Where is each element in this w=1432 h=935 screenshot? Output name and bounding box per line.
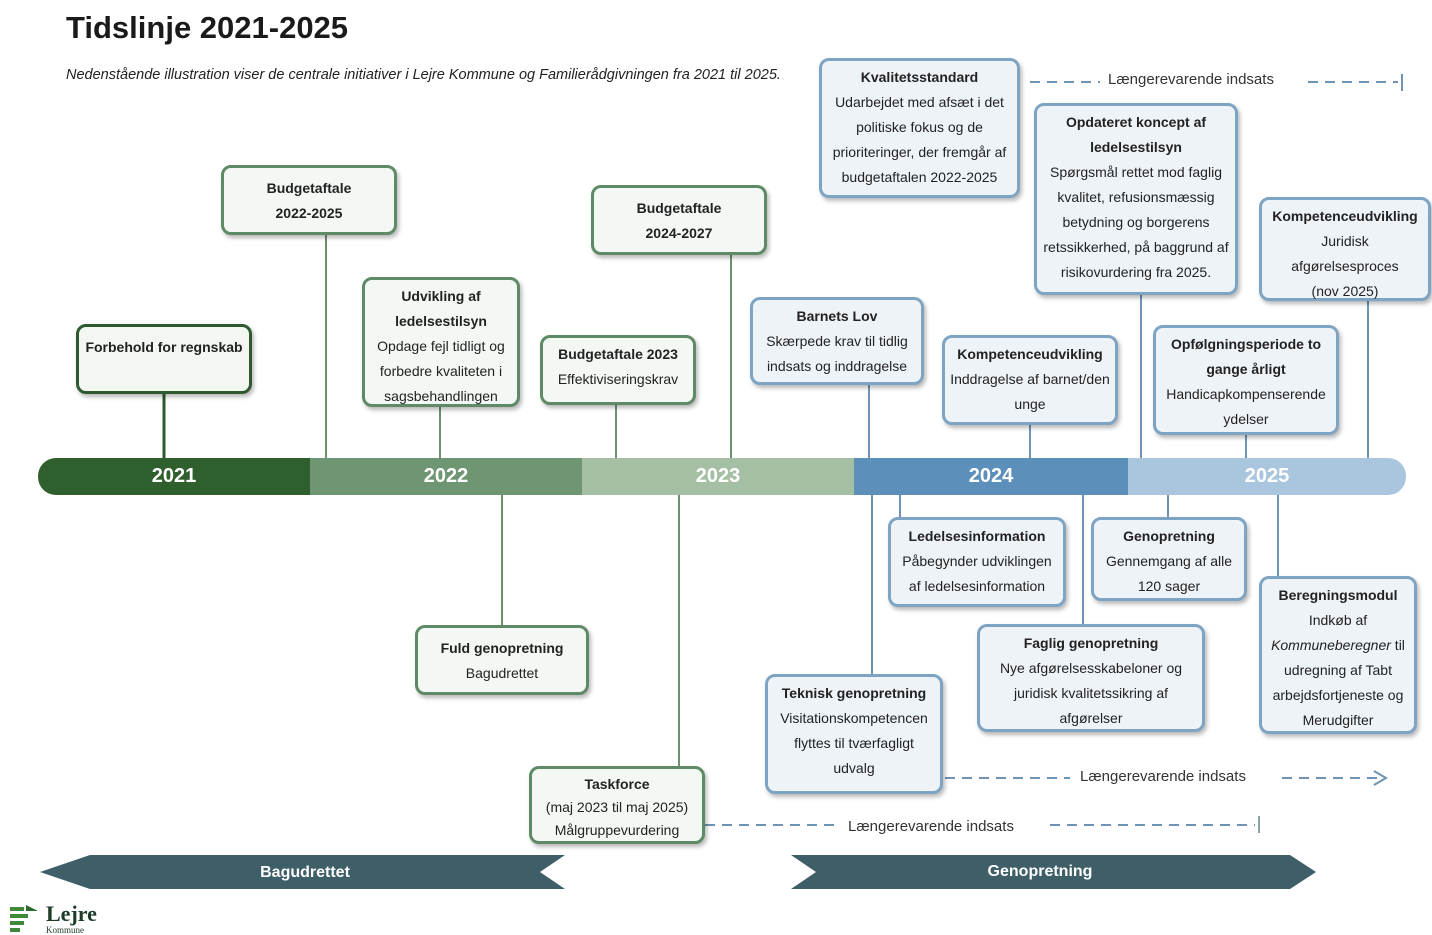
card-opdateret-koncept: Opdateret koncept af ledelsestilsyn Spør…	[1034, 103, 1238, 295]
card-budgetaftale-2024: Budgetaftale 2024-2027	[591, 185, 767, 255]
card-faglig-genopretning: Faglig genopretning Nye afgørelsesskabel…	[977, 624, 1205, 732]
card-genopretning-2025: Genopretning Gennemgang af alle 120 sage…	[1091, 517, 1247, 601]
page-subtitle: Nedenstående illustration viser de centr…	[66, 67, 781, 83]
year-2023: 2023	[582, 458, 854, 495]
arrow-label-genopretning: Genopretning	[987, 863, 1093, 880]
card-beregningsmodul: Beregningsmodul Indkøb af Kommuneberegne…	[1259, 576, 1417, 734]
forward-arrow-shape	[791, 855, 1316, 889]
lejre-emblem-icon	[10, 905, 38, 932]
card-budgetaftale-2023: Budgetaftale 2023 Effektiviseringskrav	[540, 335, 696, 405]
page-title: Tidslinje 2021-2025	[66, 10, 349, 45]
dashed-label-middle: Længerevarende indsats	[1076, 768, 1250, 785]
year-2022: 2022	[310, 458, 582, 495]
card-teknisk-genopretning: Teknisk genopretning Visitationskompeten…	[765, 674, 943, 794]
card-kompetenceudvikling-2024: Kompetenceudvikling Inddragelse af barne…	[942, 335, 1118, 425]
backward-arrow-shape	[40, 855, 565, 889]
card-udvikling-ledelsestilsyn: Udvikling af ledelsestilsyn Opdage fejl …	[362, 277, 520, 407]
year-2024: 2024	[854, 458, 1128, 495]
arrow-label-bagudrettet: Bagudrettet	[260, 864, 350, 881]
dashed-label-bottom: Længerevarende indsats	[844, 818, 1018, 835]
year-2021: 2021	[38, 458, 310, 495]
dashed-label-top: Længerevarende indsats	[1104, 71, 1278, 88]
year-2025: 2025	[1128, 458, 1406, 495]
card-kompetenceudvikling-2025: Kompetenceudvikling Juridisk afgørelsesp…	[1259, 197, 1431, 301]
card-forbehold: Forbehold for regnskab	[76, 324, 252, 394]
card-budgetaftale-2022: Budgetaftale 2022-2025	[221, 165, 397, 235]
lejre-logo: Lejre Kommune	[8, 903, 97, 935]
card-kvalitetsstandard: Kvalitetsstandard Udarbejdet med afsæt i…	[819, 58, 1020, 198]
card-barnets-lov: Barnets Lov Skærpede krav til tidlig ind…	[750, 297, 924, 385]
card-ledelsesinformation: Ledelsesinformation Påbegynder udvikling…	[888, 517, 1066, 607]
card-taskforce: Taskforce (maj 2023 til maj 2025) Målgru…	[529, 766, 705, 844]
card-fuld-genopretning: Fuld genopretning Bagudrettet	[415, 625, 589, 695]
card-opfolgningsperiode: Opfølgningsperiode to gange årligt Handi…	[1153, 325, 1339, 435]
timeline-bar: 2021 2022 2023 2024 2025	[38, 458, 1406, 495]
